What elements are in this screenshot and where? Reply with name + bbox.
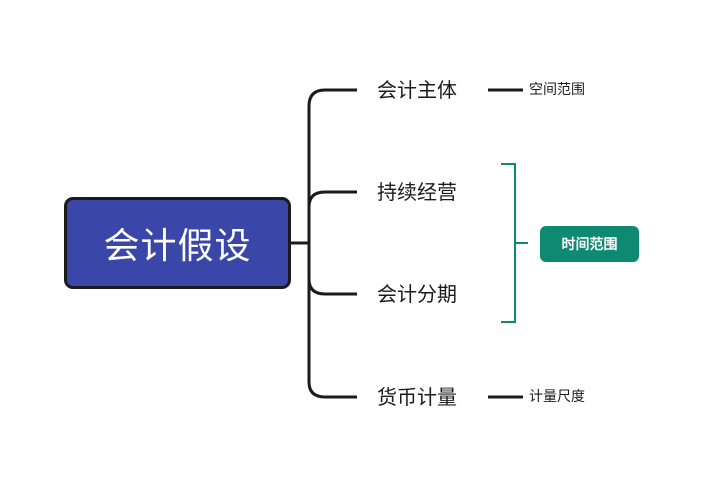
root-label: 会计假设 (103, 226, 252, 267)
root-node[interactable]: 会计假设 (64, 197, 291, 289)
branch-node-4[interactable]: 货币计量 (377, 385, 457, 409)
summary-bracket (501, 163, 528, 323)
branch-connector-3 (307, 278, 357, 296)
summary-tag[interactable]: 时间范围 (540, 226, 639, 262)
branch-connector-4 (307, 381, 357, 399)
summary-tag-label: 时间范围 (561, 237, 618, 253)
leaf-node-1[interactable]: 空间范围 (529, 82, 585, 98)
leaf-node-4[interactable]: 计量尺度 (529, 389, 585, 405)
branch-connector-2 (307, 190, 357, 208)
branch-node-1[interactable]: 会计主体 (377, 78, 457, 102)
branch-connector-1 (307, 88, 357, 107)
branch-node-2[interactable]: 持续经营 (377, 180, 457, 204)
branch-node-3[interactable]: 会计分期 (377, 282, 457, 306)
